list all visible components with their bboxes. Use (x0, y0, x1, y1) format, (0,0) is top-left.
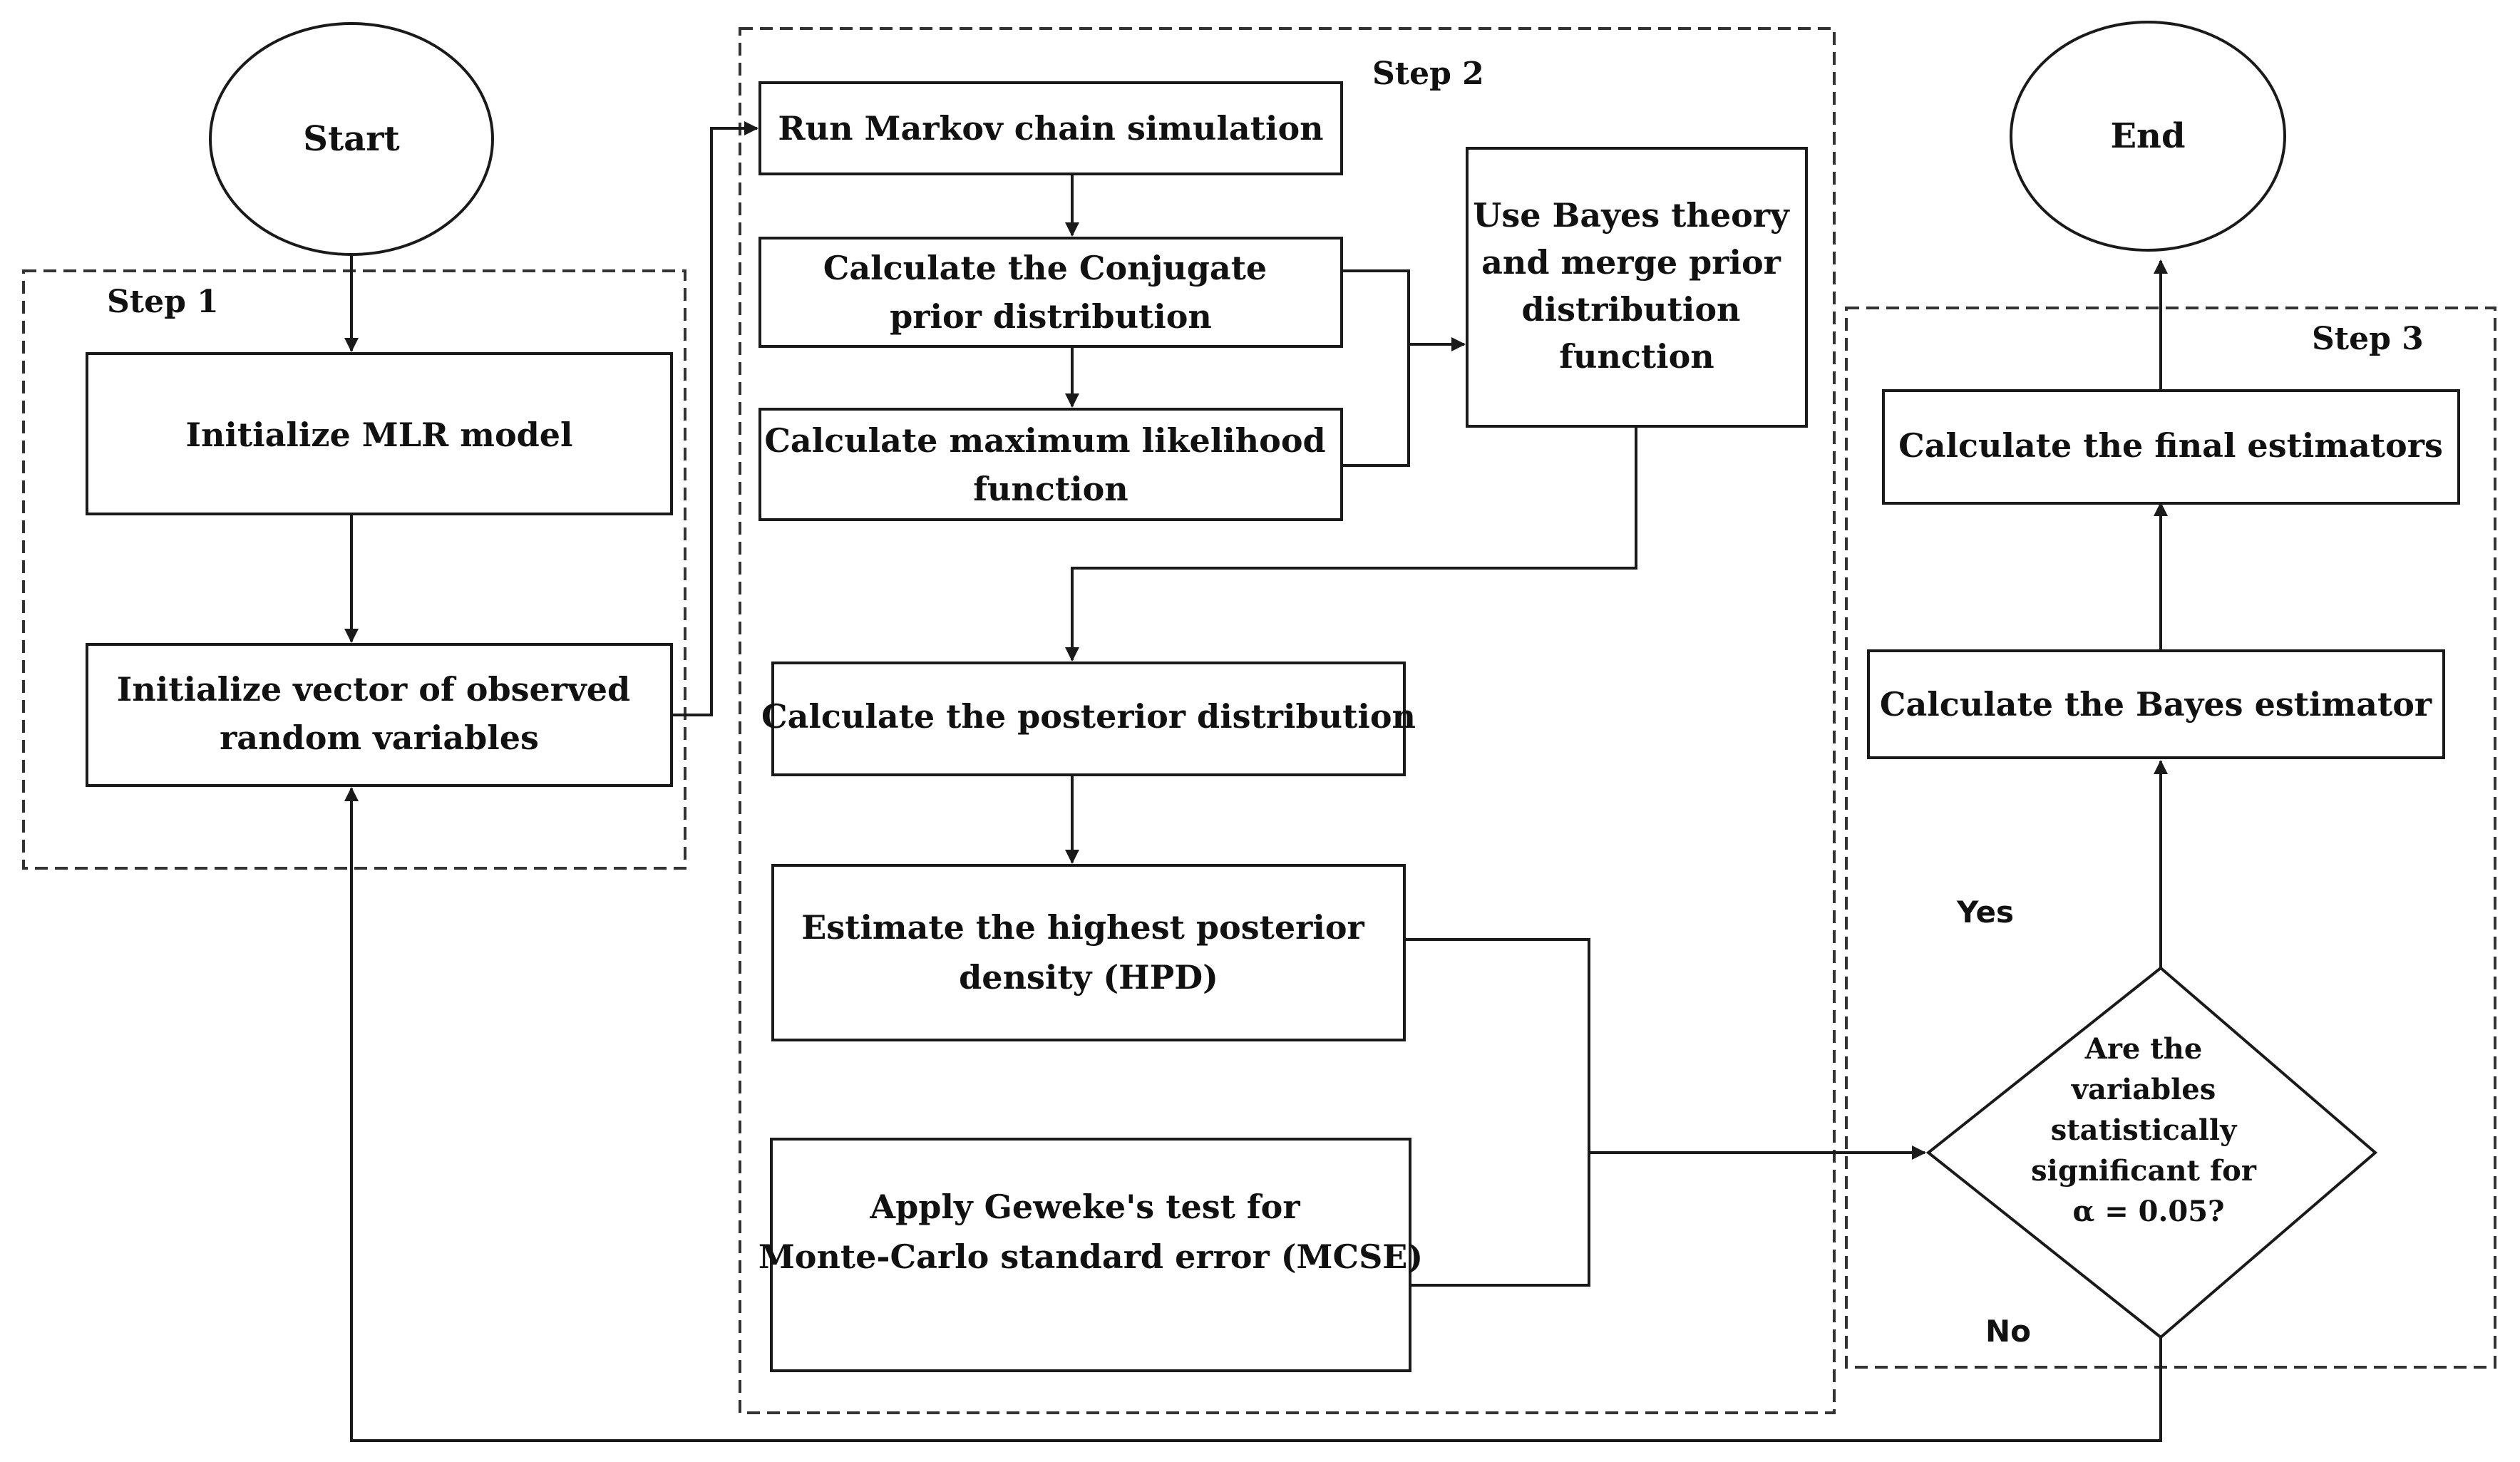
node-bayes-estimator-text: Calculate the Bayes estimator (1880, 685, 2432, 724)
node-bayes-theory: Use Bayes theory and merge prior distrib… (1466, 147, 1808, 428)
node-start-text: Start (303, 119, 399, 159)
node-posterior: Calculate the posterior distribution (761, 661, 1416, 776)
edge-init-vector-markov (672, 121, 758, 716)
group-step1: Step 1 (22, 269, 686, 870)
node-hpd-text: Estimate the highest posterior density (… (801, 908, 1376, 997)
node-init-mlr-text: Initialize MLR model (185, 416, 572, 454)
node-decision-text: Are the variables statistically signific… (2031, 1032, 2266, 1228)
node-markov: Run Markov chain simulation (758, 81, 1343, 175)
node-hpd: Estimate the highest posterior density (… (771, 864, 1406, 1041)
group-step3: Step 3 (1845, 307, 2496, 1369)
group-label-step2: Step 2 (1372, 56, 1484, 92)
node-bayes-theory-text: Use Bayes theory and merge prior distrib… (1473, 196, 1801, 376)
edge-label-yes: Yes (1956, 895, 2014, 930)
node-likelihood-text: Calculate maximum likelihood function (764, 421, 1337, 508)
node-likelihood: Calculate maximum likelihood function (758, 408, 1343, 521)
node-init-mlr: Initialize MLR model (86, 352, 673, 515)
node-init-vector: Initialize vector of observed random var… (86, 643, 673, 787)
node-end: End (2010, 21, 2286, 252)
edge-geweke-decision (1410, 1153, 1590, 1287)
node-init-vector-text: Initialize vector of observed random var… (117, 670, 642, 757)
node-decision: Are the variables statistically signific… (1925, 966, 2378, 1339)
node-conjugate: Calculate the Conjugate prior distributi… (758, 237, 1343, 348)
group-label-step3: Step 3 (2312, 321, 2424, 357)
edge-conjugate-bayes-theory (1342, 269, 1466, 351)
group-step2: Step 2 (739, 27, 1836, 1414)
node-geweke: Apply Geweke's test for Monte-Carlo stan… (758, 1138, 1423, 1372)
node-final-estimators: Calculate the final estimators (1882, 389, 2460, 505)
group-label-step1: Step 1 (107, 284, 219, 320)
node-markov-text: Run Markov chain simulation (778, 109, 1323, 148)
edge-bayes-theory-posterior (1065, 426, 1637, 661)
edge-label-no: No (1985, 1314, 2031, 1349)
node-bayes-estimator: Calculate the Bayes estimator (1867, 649, 2445, 759)
edge-likelihood-bayes-theory (1342, 344, 1410, 467)
node-posterior-text: Calculate the posterior distribution (761, 697, 1416, 736)
edge-decision-init-vector (344, 787, 2162, 1442)
node-geweke-text: Apply Geweke's test for Monte-Carlo stan… (758, 1188, 1423, 1276)
node-final-estimators-text: Calculate the final estimators (1898, 426, 2443, 465)
node-conjugate-text: Calculate the Conjugate prior distributi… (823, 249, 1278, 336)
node-end-text: End (2110, 116, 2185, 156)
node-start: Start (209, 22, 494, 256)
edge-hpd-decision (1404, 938, 1926, 1160)
